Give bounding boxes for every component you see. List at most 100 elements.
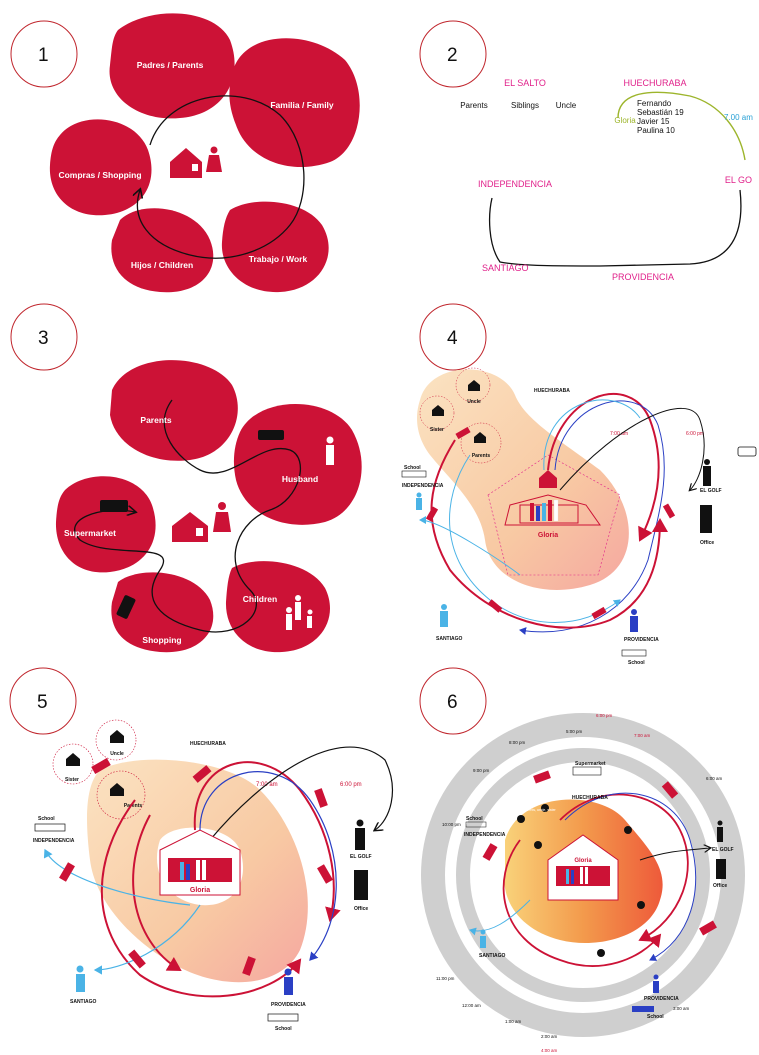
man-figure-icon <box>355 820 365 851</box>
label-santiago: SANTIAGO <box>436 636 463 642</box>
label-huechuraba: HUECHURABA <box>534 388 570 394</box>
family-member: Fernando <box>637 99 672 108</box>
child-figure-icon <box>416 493 422 511</box>
child-figure-icon <box>76 966 85 993</box>
place-santiago: SANTIAGO <box>482 263 529 273</box>
panel-number: 1 <box>38 45 49 66</box>
blob-shopping <box>50 119 152 215</box>
blob-work <box>222 202 329 293</box>
panel-3: 3 Parents Husband Supermarket Shoppi <box>11 304 362 652</box>
school-icon <box>622 650 646 656</box>
panel-1: 1 Padres / Parents Familia / Family Comp… <box>11 13 360 292</box>
time-pm: 6:00 pm <box>686 431 704 437</box>
panel-2: 2 EL SALTO HUECHURABA Parents Siblings U… <box>420 21 753 282</box>
house-icon <box>66 753 80 766</box>
activity-icon <box>517 815 525 823</box>
label-gloria: Gloria <box>190 887 210 894</box>
woman-icon <box>213 502 231 532</box>
label-gloria: Gloria <box>574 858 592 864</box>
child-figure-icon <box>284 969 293 996</box>
school-icon <box>35 824 65 831</box>
time-pm: 6:00 pm <box>340 782 362 788</box>
label-sister: Sister <box>430 427 444 433</box>
label-supermarket: Supermarket <box>64 528 116 538</box>
label-shopping: Shopping <box>142 635 181 645</box>
blob-husband <box>234 404 362 525</box>
child-figure-icon <box>653 975 659 994</box>
ring-time: 4:00 am <box>541 1048 558 1053</box>
label-parents: Parents <box>472 453 491 459</box>
house-icon <box>110 730 124 743</box>
place-huechuraba: HUECHURABA <box>623 78 686 88</box>
drop-icon <box>597 949 605 957</box>
route-return <box>490 190 741 266</box>
label-providencia: PROVIDENCIA <box>644 996 679 1002</box>
house-icon <box>170 148 202 178</box>
car-icon <box>426 506 438 521</box>
family-member: Sebastián 19 <box>637 108 684 117</box>
school-icon <box>402 471 426 477</box>
car-icon <box>591 607 606 619</box>
label-independencia: INDEPENDENCIA <box>402 483 444 489</box>
car-icon <box>59 862 75 882</box>
family-member: Paulina 10 <box>637 126 675 135</box>
group-uncle: Uncle <box>556 101 577 110</box>
ring-time: 1:00 am <box>505 1019 522 1024</box>
label-school-2: School <box>275 1026 292 1032</box>
man-icon <box>326 437 334 466</box>
label-family-list: Parents, uncle, sister <box>523 808 557 812</box>
office-building-icon <box>354 870 368 900</box>
label-husband: Husband <box>282 474 318 484</box>
ring-time: 3:00 am <box>673 1006 690 1011</box>
label-huechuraba: HUECHURABA <box>190 741 226 747</box>
child-figure-icon <box>440 604 448 627</box>
label-parents: Parents <box>140 415 171 425</box>
panel-5: 5 Uncle Sister Parents HUECHURABA 7:00 a… <box>10 668 392 1032</box>
car-icon <box>663 503 675 518</box>
territory-area <box>417 369 629 590</box>
ring-time: 10:00 pm <box>442 822 461 827</box>
car-icon <box>314 788 328 808</box>
time-am: 7:00 am <box>610 431 628 437</box>
car-icon <box>100 500 128 512</box>
label-shopping: Compras / Shopping <box>58 170 141 180</box>
group-parents: Parents <box>460 101 488 110</box>
bus-icon <box>738 447 756 456</box>
label-office: Office <box>354 906 368 912</box>
label-office: Office <box>700 540 714 546</box>
woman-icon <box>206 147 222 173</box>
man-figure-icon <box>717 821 723 843</box>
label-santiago: SANTIAGO <box>70 999 97 1005</box>
blob-parents <box>110 360 238 461</box>
label-uncle: Uncle <box>110 751 124 757</box>
label-independencia: INDEPENDENCIA <box>464 832 506 838</box>
label-providencia: PROVIDENCIA <box>271 1002 306 1008</box>
place-el-salto: EL SALTO <box>504 78 546 88</box>
car-icon <box>533 771 551 784</box>
group-siblings: Siblings <box>511 101 539 110</box>
man-figure-icon <box>703 459 711 486</box>
activity-icon <box>624 826 632 834</box>
child-figure-icon <box>480 930 486 949</box>
blob-children <box>111 208 213 292</box>
label-school: School <box>466 816 483 822</box>
car-icon <box>483 843 498 861</box>
child-figure-icon <box>630 609 638 632</box>
label-children: Hijos / Children <box>131 260 193 270</box>
label-school-2: School <box>647 1014 664 1020</box>
school-icon <box>632 1006 654 1012</box>
house-icon <box>172 512 208 542</box>
ring-time: 6:00 pm <box>596 713 613 718</box>
label-el-golf: EL GOLF <box>350 854 372 860</box>
label-santiago: SANTIAGO <box>479 953 506 959</box>
ring-time: 8:00 pm <box>509 740 526 745</box>
label-sister: Sister <box>65 777 79 783</box>
label-independencia: INDEPENDENCIA <box>33 838 75 844</box>
activity-icon <box>637 901 645 909</box>
label-supermarket: Supermarket <box>575 761 606 767</box>
label-providencia: PROVIDENCIA <box>624 637 659 643</box>
ring-time: 12:00 am <box>462 1003 481 1008</box>
place-independencia: INDEPENDENCIA <box>478 179 552 189</box>
ring-time: 2:00 am <box>541 1034 558 1039</box>
